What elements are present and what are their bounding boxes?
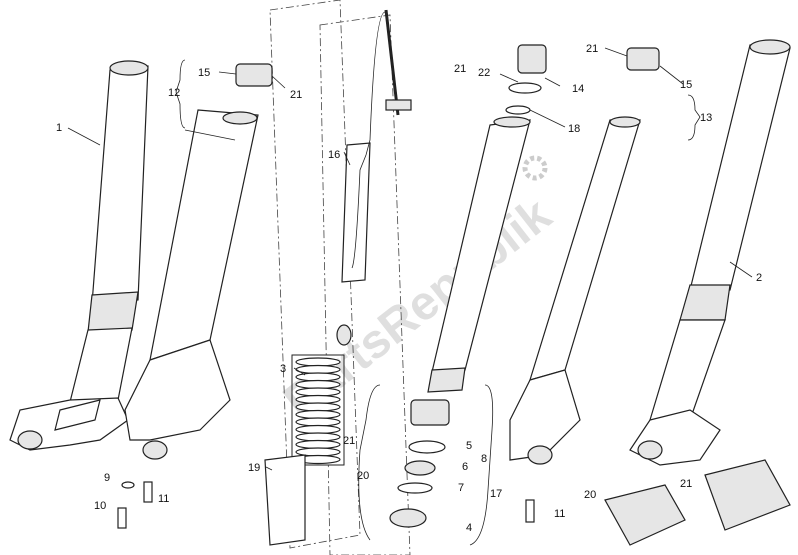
callout-labels: 1 15 12 21 16 21 22 14 18 21 15 13 2 3 19 9 10 11 21 20 5 6 7 8… [56, 43, 762, 534]
callout-17: 17 [490, 488, 502, 500]
spring-coil [295, 372, 341, 382]
callout-3: 3 [280, 363, 286, 375]
spring-coil [295, 432, 341, 442]
leader-lines [67, 11, 753, 546]
damper-parts-stack [389, 399, 450, 528]
callout-22: 22 [478, 67, 490, 79]
gear-logo-icon [522, 155, 548, 181]
spring-coil [295, 409, 341, 420]
callout-20: 20 [357, 470, 369, 482]
spring-coil [295, 402, 341, 412]
fork-clamps [604, 459, 791, 546]
top-cap-14 [505, 44, 547, 115]
callout-5: 5 [466, 440, 472, 452]
spring [291, 354, 345, 466]
callout-13: 13 [700, 112, 712, 124]
spring-coil [295, 439, 341, 450]
spring-coil [295, 387, 341, 397]
spring-coil [295, 364, 341, 375]
callout-11: 11 [158, 493, 169, 505]
callout-21: 21 [343, 435, 355, 447]
damper-rod [336, 9, 412, 346]
callout-7: 7 [458, 482, 464, 494]
callout-19: 19 [248, 462, 260, 474]
callout-10: 10 [94, 500, 106, 512]
callout-20: 20 [584, 489, 596, 501]
bolts [117, 481, 535, 529]
callout-9: 9 [104, 472, 110, 484]
callout-2: 2 [756, 272, 762, 284]
callout-21: 21 [454, 63, 466, 75]
callout-15: 15 [198, 67, 210, 79]
fork-bottom-right [509, 47, 660, 465]
spring-coil [295, 394, 341, 405]
fork-bottom-left [124, 109, 259, 460]
spacer-tube [264, 454, 306, 546]
callout-15: 15 [680, 79, 692, 91]
callout-16: 16 [328, 149, 340, 161]
callout-11: 11 [554, 508, 565, 520]
spring-coil [295, 379, 341, 390]
callout-21: 21 [290, 89, 302, 101]
fork-leg-left [9, 60, 149, 451]
callout-12: 12 [168, 87, 180, 99]
callout-6: 6 [462, 461, 468, 473]
spring-coil [295, 424, 341, 435]
spring-coil [295, 417, 341, 427]
callout-8: 8 [481, 453, 487, 465]
callout-21: 21 [586, 43, 598, 55]
fork-leg-right [629, 39, 791, 466]
callout-14: 14 [572, 83, 584, 95]
callout-4: 4 [466, 522, 472, 534]
callout-18: 18 [568, 123, 580, 135]
callout-21: 21 [680, 478, 692, 490]
spring-coil [295, 357, 341, 367]
fork-tube-center [427, 116, 531, 393]
cap-15-left [235, 63, 273, 87]
callout-1: 1 [56, 122, 62, 134]
